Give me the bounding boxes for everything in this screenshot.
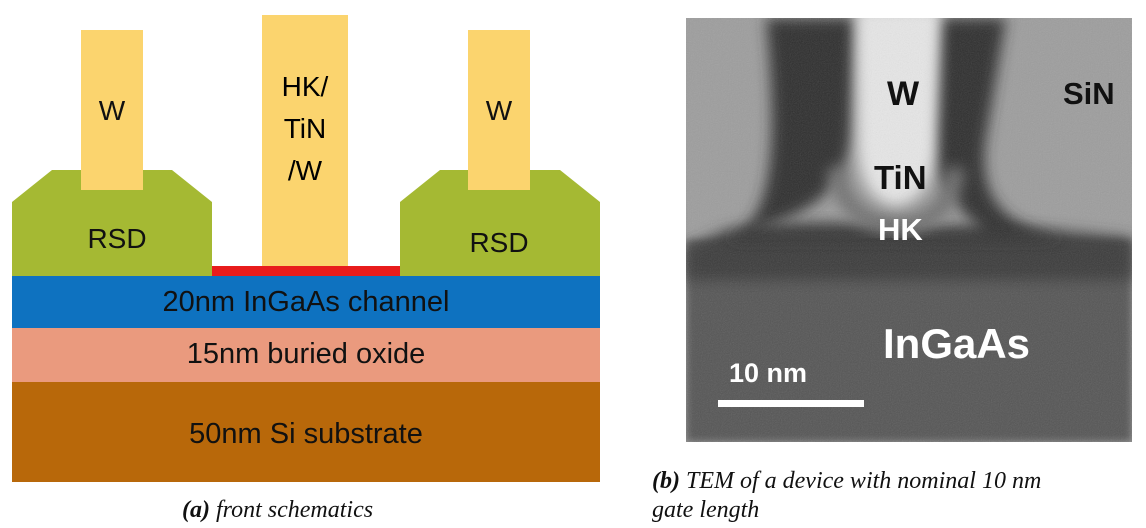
gate-label: HK/ TiN /W xyxy=(262,66,348,192)
gate-stack-shape xyxy=(262,15,348,266)
caption-a-letter: (a) xyxy=(182,497,210,523)
rsd-left-shape xyxy=(12,170,212,276)
schematic-drawing xyxy=(12,15,600,482)
caption-b-line-1: (b) TEM of a device with nominal 10 nm xyxy=(652,467,1146,496)
gate-label-line-2: TiN xyxy=(283,113,327,144)
substrate-label: 50nm Si substrate xyxy=(189,417,423,450)
rsd-right-label: RSD xyxy=(469,227,529,258)
caption-b-text-1: TEM of a device with nominal 10 nm xyxy=(685,468,1042,494)
tem-label-w: W xyxy=(887,75,920,113)
gate-label-line-3: /W xyxy=(287,155,323,186)
gate-dielectric-layer xyxy=(212,266,400,276)
tem-label-ingaas: InGaAs xyxy=(883,320,1031,367)
caption-b: (b) TEM of a device with nominal 10 nm g… xyxy=(652,467,1146,525)
buried-oxide-label: 15nm buried oxide xyxy=(186,337,426,370)
rsd-left-label: RSD xyxy=(87,223,147,254)
buried-oxide-layer xyxy=(12,328,600,382)
caption-b-text-2: gate length xyxy=(652,497,760,523)
tem-label-tin: TiN xyxy=(874,159,927,196)
tem-scale-bar xyxy=(718,400,864,407)
tem-label-sin: SiN xyxy=(1063,76,1115,111)
channel-label: 20nm InGaAs channel xyxy=(162,285,450,318)
channel-layer xyxy=(12,276,600,328)
caption-b-letter: (b) xyxy=(652,468,680,494)
caption-a-text: front schematics xyxy=(215,497,374,523)
substrate-layer xyxy=(12,382,600,482)
tem-image xyxy=(686,18,1132,442)
tem-label-hk: HK xyxy=(878,212,923,247)
tem-scale-label: 10 nm xyxy=(729,358,808,388)
contact-right-label: W xyxy=(485,95,513,126)
caption-a: (a) front schematics xyxy=(182,497,373,524)
gate-label-line-1: HK/ xyxy=(281,71,329,102)
contact-right-shape xyxy=(468,30,530,190)
contact-left-shape xyxy=(81,30,143,190)
contact-left-label: W xyxy=(98,95,126,126)
rsd-right-shape xyxy=(400,170,600,276)
